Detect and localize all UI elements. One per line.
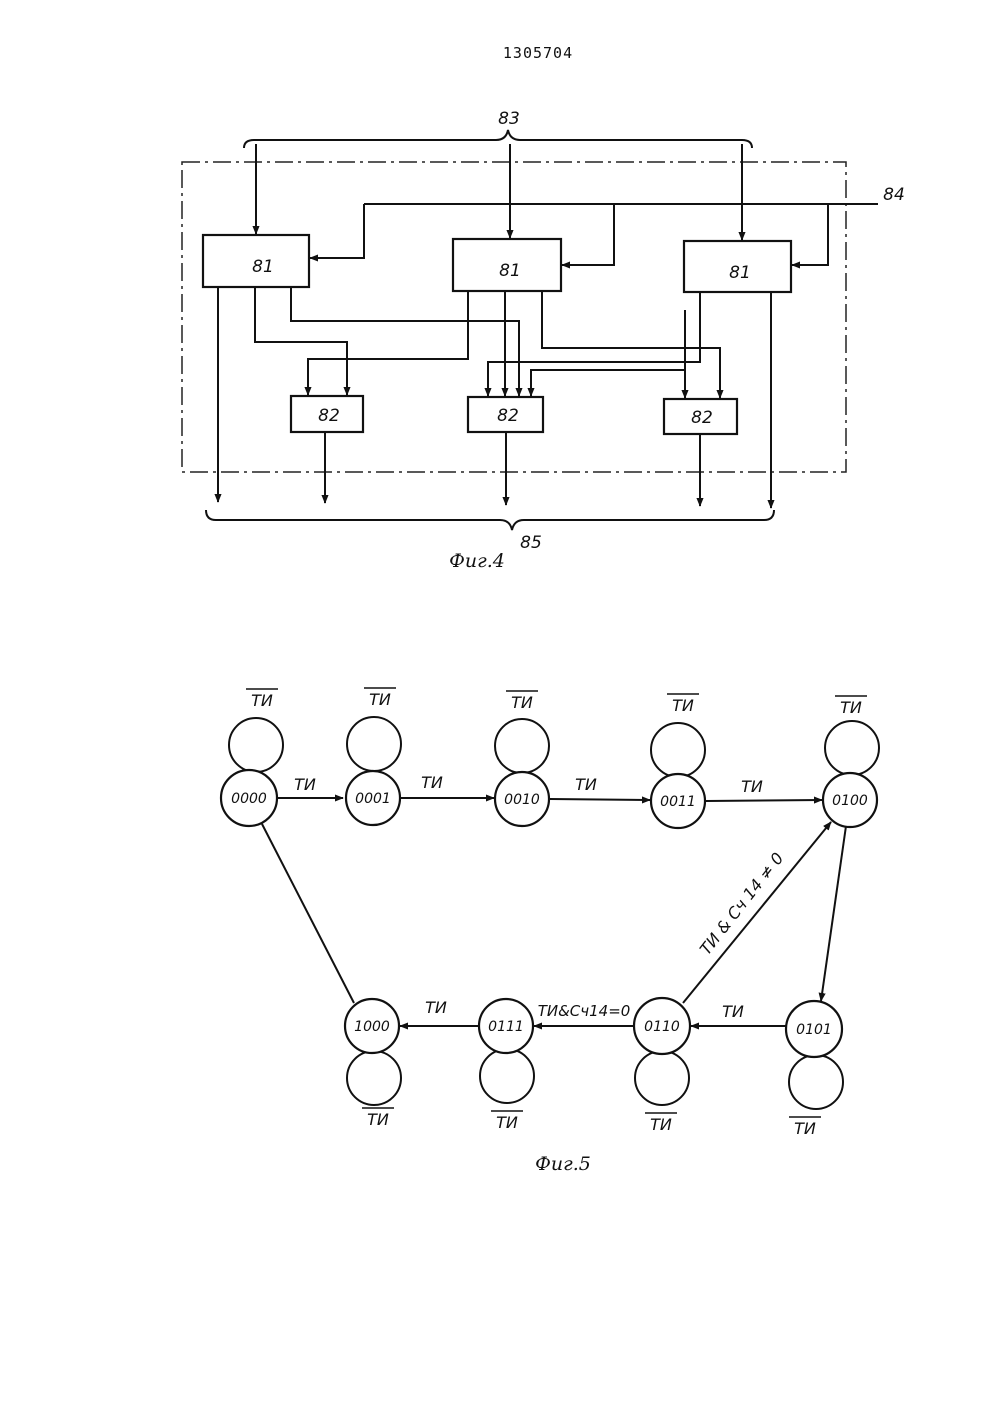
edge-label-0110-0111: ТИ&Сч14=0 — [538, 1002, 631, 1020]
edge-0010-0011 — [550, 799, 650, 800]
figure-5-caption: Фиг.5 — [535, 1153, 591, 1175]
self-loop-0111 — [480, 1049, 534, 1103]
edge-0100-0101 — [821, 826, 846, 1001]
self-loop-0110 — [635, 1051, 689, 1105]
block-81-left-label: 81 — [252, 257, 274, 277]
edge-0110-0100 — [683, 822, 831, 1003]
state-1000-label: 1000 — [354, 1019, 390, 1035]
not-ti-label-0111: ТИ — [496, 1113, 518, 1132]
edge-0000-1000 — [262, 824, 354, 1003]
block-82-left-label: 82 — [318, 406, 340, 426]
output-bus-brace — [206, 510, 774, 530]
page-number: 1305704 — [503, 44, 573, 62]
edge-label-0011-0100: ТИ — [741, 777, 763, 796]
self-loop-0100 — [825, 721, 879, 775]
state-0101-label: 0101 — [796, 1022, 832, 1038]
self-loop-0001 — [347, 717, 401, 771]
not-ti-label-0000: ТИ — [251, 691, 273, 710]
state-0010-label: 0010 — [504, 792, 540, 808]
edge-label-0000-0001: ТИ — [294, 775, 316, 794]
state-0100-label: 0100 — [832, 793, 868, 809]
not-ti-label-0001: ТИ — [369, 690, 391, 709]
self-loop-0101 — [789, 1055, 843, 1109]
figure-5: ТИ ТИ ТИ ТИ ТИ ТИ ТИ ТИ ТИ ТИ ТИ ТИ ТИ — [221, 688, 879, 1175]
control-line-to-left-81 — [310, 204, 364, 258]
self-loop-0000 — [229, 718, 283, 772]
edge-label-0110-0100: ТИ & Сч 14 ≠ 0 — [696, 849, 787, 959]
control-line-to-right-81 — [792, 204, 828, 265]
not-ti-label-0011: ТИ — [672, 696, 694, 715]
not-ti-label-0110: ТИ — [650, 1115, 672, 1134]
state-0000-label: 0000 — [231, 791, 267, 807]
figure-4-caption: Фиг.4 — [449, 550, 505, 572]
edge-0011-0100 — [706, 800, 822, 801]
state-0111-label: 0111 — [488, 1019, 524, 1035]
not-ti-label-0010: ТИ — [511, 693, 533, 712]
output-bus-label: 85 — [520, 533, 542, 553]
not-ti-labels: ТИ ТИ ТИ ТИ ТИ ТИ ТИ ТИ ТИ — [246, 688, 867, 1138]
self-loop-1000 — [347, 1051, 401, 1105]
self-loop-0010 — [495, 719, 549, 773]
edge-label-0001-0010: ТИ — [421, 773, 443, 792]
state-0110-label: 0110 — [644, 1019, 680, 1035]
not-ti-label-0100: ТИ — [840, 698, 862, 717]
figure-4: 83 85 84 81 81 81 82 82 82 — [182, 109, 905, 572]
block-82-right-label: 82 — [691, 408, 713, 428]
control-line-to-mid-81 — [562, 204, 614, 265]
input-bus-label: 83 — [498, 109, 520, 129]
wire-m81-to-r82 — [542, 291, 720, 398]
wire-l81-to-l82 — [255, 287, 347, 395]
input-bus-brace — [244, 130, 752, 148]
self-loop-0011 — [651, 723, 705, 777]
wire-r81-to-m82-b — [531, 310, 685, 396]
edge-label-0101-0110: ТИ — [722, 1002, 744, 1021]
state-0001-label: 0001 — [355, 791, 391, 807]
not-ti-label-0101: ТИ — [794, 1119, 816, 1138]
state-0011-label: 0011 — [660, 794, 696, 810]
block-81-middle-label: 81 — [499, 261, 521, 281]
block-81-right-label: 81 — [729, 263, 751, 283]
edge-label-0111-1000: ТИ — [425, 998, 447, 1017]
not-ti-label-1000: ТИ — [367, 1110, 389, 1129]
control-line-label: 84 — [883, 185, 905, 205]
block-82-middle-label: 82 — [497, 406, 519, 426]
edge-label-0010-0011: ТИ — [575, 775, 597, 794]
